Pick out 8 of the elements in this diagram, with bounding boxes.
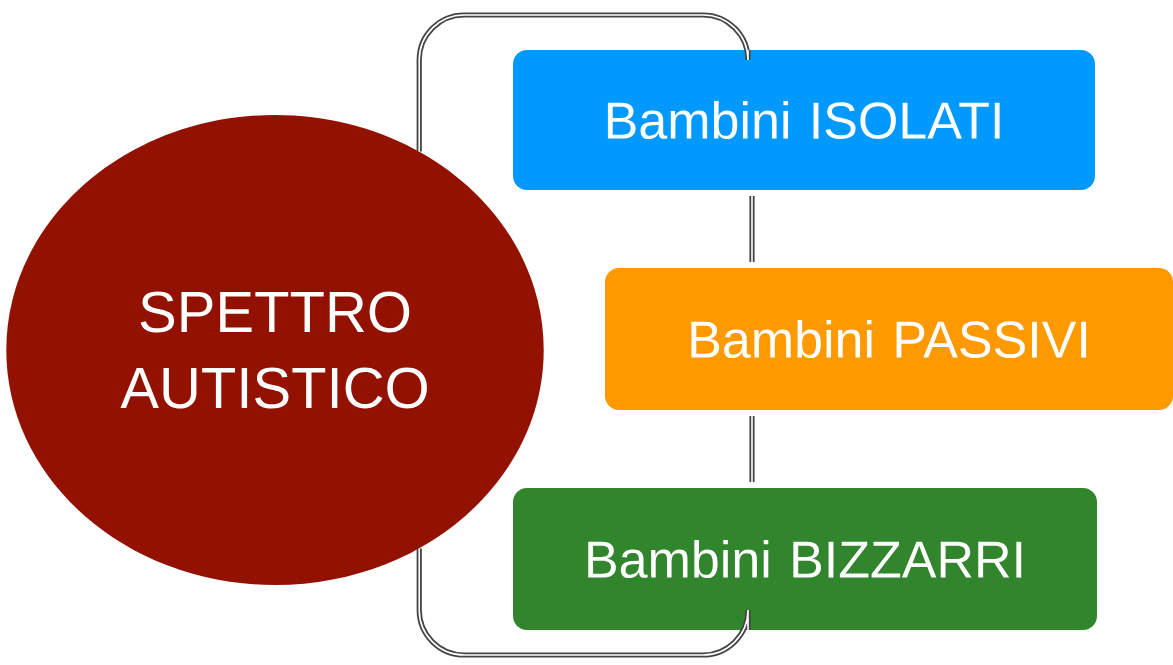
connector-line [749,195,755,263]
connector-line [749,415,755,483]
category-box: Bambini PASSIVI [605,268,1173,410]
category-box: Bambini BIZZARRI [513,488,1097,630]
connector-line [416,12,751,153]
connector-line [416,547,751,658]
category-box: Bambini ISOLATI [513,50,1095,190]
circle-node: SPETTRO AUTISTICO [6,115,544,585]
